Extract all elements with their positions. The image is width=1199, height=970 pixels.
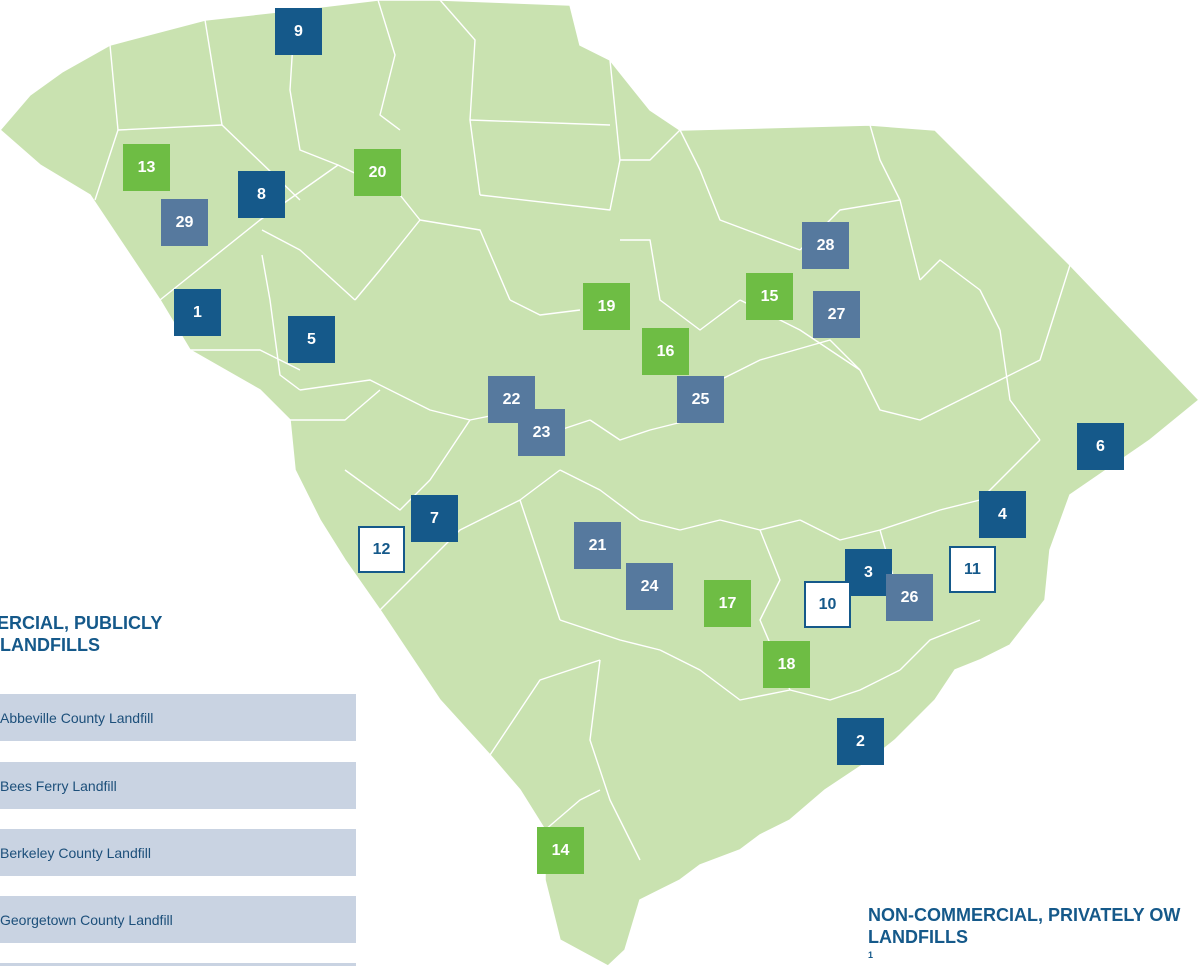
county-border	[159, 164, 421, 301]
legend-item-partial	[0, 963, 356, 966]
county-border	[261, 254, 301, 391]
county-border	[117, 124, 223, 131]
legend-item-label: Georgetown County Landfill	[0, 911, 173, 928]
legend-item-label: Berkeley County Landfill	[0, 844, 151, 861]
county-border	[509, 299, 581, 316]
legend-item-label: Abbeville County Landfill	[0, 709, 154, 726]
county-border	[559, 619, 661, 651]
county-border	[589, 659, 641, 861]
landfill-marker-12: 12	[358, 526, 405, 573]
county-border	[679, 129, 801, 251]
county-border	[659, 649, 791, 701]
landfill-marker-28: 28	[802, 222, 849, 269]
landfill-marker-2: 2	[837, 718, 884, 765]
county-border	[789, 669, 901, 701]
legend-item: Bees Ferry Landfill	[0, 762, 356, 809]
landfill-marker-29: 29	[161, 199, 208, 246]
landfill-marker-7: 7	[411, 495, 458, 542]
county-border	[489, 659, 601, 756]
landfill-marker-24: 24	[626, 563, 673, 610]
county-border	[869, 124, 921, 281]
county-border	[299, 379, 471, 421]
landfill-marker-10: 10	[804, 581, 851, 628]
county-border	[679, 519, 801, 531]
county-borders	[94, 0, 1071, 861]
landfill-marker-16: 16	[642, 328, 689, 375]
public-heading-line1: MERCIAL, PUBLICLY	[0, 613, 163, 633]
county-border	[979, 439, 1041, 501]
public-heading-line2: D LANDFILLS	[0, 635, 100, 655]
landfill-marker-19: 19	[583, 283, 630, 330]
legend-item: Berkeley County Landfill	[0, 829, 356, 876]
legend-item-label: Bees Ferry Landfill	[0, 777, 117, 794]
county-border	[999, 329, 1041, 441]
footnote-mark: 1	[868, 950, 874, 960]
landfill-marker-3: 3	[845, 549, 892, 596]
landfill-marker-20: 20	[354, 149, 401, 196]
landfill-marker-25: 25	[677, 376, 724, 423]
county-border	[377, 0, 401, 131]
landfill-marker-21: 21	[574, 522, 621, 569]
county-border	[859, 369, 961, 421]
landfill-marker-14: 14	[537, 827, 584, 874]
landfill-marker-18: 18	[763, 641, 810, 688]
county-border	[290, 389, 381, 421]
landfill-marker-9: 9	[275, 8, 322, 55]
county-border	[620, 239, 741, 331]
private-landfills-heading: NON-COMMERCIAL, PRIVATELY OW LANDFILLS 1	[868, 904, 1199, 970]
county-border	[469, 119, 611, 126]
landfill-marker-23: 23	[518, 409, 565, 456]
landfill-marker-5: 5	[288, 316, 335, 363]
landfill-marker-4: 4	[979, 491, 1026, 538]
legend-item: Georgetown County Landfill	[0, 896, 356, 943]
county-border	[589, 419, 691, 441]
county-border	[959, 264, 1071, 401]
county-border	[519, 499, 561, 621]
county-border	[609, 59, 681, 161]
landfill-marker-27: 27	[813, 291, 860, 338]
county-border	[479, 159, 621, 211]
private-heading-line1: NON-COMMERCIAL, PRIVATELY OW	[868, 905, 1181, 925]
landfill-marker-15: 15	[746, 273, 793, 320]
landfill-marker-6: 6	[1077, 423, 1124, 470]
county-border	[919, 259, 1001, 331]
private-heading-line2: LANDFILLS 1	[868, 926, 1199, 970]
county-border	[190, 349, 301, 371]
public-landfills-heading: MERCIAL, PUBLICLY D LANDFILLS	[0, 612, 362, 656]
county-border	[559, 469, 681, 531]
landfill-marker-1: 1	[174, 289, 221, 336]
county-border	[439, 0, 481, 196]
landfill-marker-17: 17	[704, 580, 751, 627]
legend-item: Abbeville County Landfill	[0, 694, 356, 741]
county-border	[899, 619, 981, 671]
landfill-marker-11: 11	[949, 546, 996, 593]
landfill-marker-13: 13	[123, 144, 170, 191]
private-heading-text: LANDFILLS	[868, 927, 968, 947]
county-border	[544, 789, 601, 831]
landfill-marker-26: 26	[886, 574, 933, 621]
county-border	[379, 469, 561, 611]
landfill-marker-8: 8	[238, 171, 285, 218]
county-border	[354, 219, 511, 301]
county-border	[261, 229, 356, 301]
